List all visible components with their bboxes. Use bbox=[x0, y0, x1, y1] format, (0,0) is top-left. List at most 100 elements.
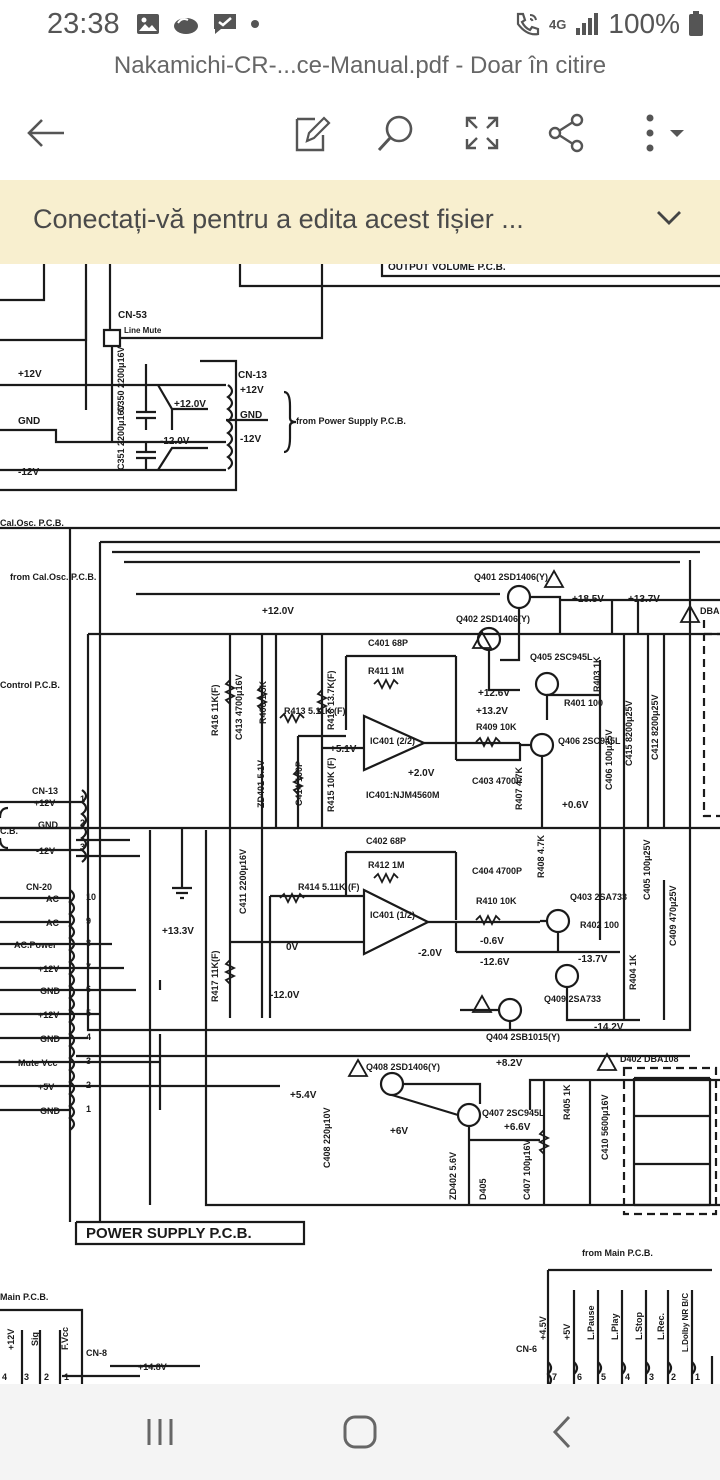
search-icon bbox=[377, 115, 413, 152]
toolbar bbox=[0, 100, 720, 170]
label-m120v-top: -12.0V bbox=[160, 436, 190, 447]
cn6-pin-label: L.Stop bbox=[634, 1312, 644, 1340]
notification-icons bbox=[136, 12, 260, 36]
cn6-pin-label: +4.5V bbox=[538, 1316, 548, 1340]
label-r408: R408 4.7K bbox=[536, 834, 546, 878]
label-cn13-gnd: GND bbox=[240, 410, 262, 421]
banner-text: Conectați-vă pentru a edita acest fișier… bbox=[33, 204, 524, 234]
expand-button[interactable] bbox=[452, 100, 512, 166]
gallery-icon bbox=[137, 14, 159, 34]
cn20-pin-number: 2 bbox=[86, 1080, 91, 1090]
label-v66: +6.6V bbox=[504, 1122, 531, 1133]
dot-icon bbox=[251, 20, 259, 28]
label-q403: Q403 2SA733 bbox=[570, 892, 627, 902]
label-r405: R405 1K bbox=[562, 1084, 572, 1120]
label-cn20: CN-20 bbox=[26, 882, 52, 892]
label-c351: C351 2200μ16V bbox=[116, 404, 126, 470]
cn20-pin-label: AC.Power bbox=[14, 940, 57, 950]
chevron-down-icon[interactable] bbox=[656, 210, 682, 226]
more-button[interactable] bbox=[628, 100, 698, 166]
cn13-pin-number: 3 bbox=[80, 842, 85, 852]
label-p12-top: +12V bbox=[18, 369, 42, 380]
label-m12-top: -12V bbox=[18, 467, 39, 478]
label-from-power-supply: from Power Supply P.C.B. bbox=[296, 416, 406, 426]
label-bl-pin: Sig bbox=[30, 1332, 40, 1346]
search-button[interactable] bbox=[366, 100, 426, 166]
label-v82: +8.2V bbox=[496, 1058, 523, 1069]
cn6-pin-number: 7 bbox=[552, 1372, 557, 1382]
label-cb: C.B. bbox=[0, 826, 18, 836]
pdf-page[interactable]: OUTPUT VOLUME P.C.B. CN-53 Line Mute CN-… bbox=[0, 264, 720, 1384]
label-power-supply-pcb: POWER SUPPLY P.C.B. bbox=[86, 1225, 252, 1242]
label-v51: +5.1V bbox=[330, 744, 357, 755]
label-output-volume: OUTPUT VOLUME P.C.B. bbox=[388, 264, 506, 273]
edit-button[interactable] bbox=[282, 100, 342, 166]
cn20-pin-number: 7 bbox=[86, 962, 91, 972]
label-cn13-p12: +12V bbox=[240, 385, 264, 396]
battery-percent: 100% bbox=[608, 8, 680, 39]
label-c414: C414 100P bbox=[294, 761, 304, 806]
label-r414: R414 5.11K (F) bbox=[298, 882, 360, 892]
cn20-pin-label: +12V bbox=[38, 1010, 59, 1020]
wifi-call-icon bbox=[516, 12, 540, 36]
nav-back-button[interactable] bbox=[522, 1404, 602, 1460]
label-vm20: -2.0V bbox=[418, 948, 442, 959]
label-cn6: CN-6 bbox=[516, 1344, 537, 1354]
label-control-pcb: Control P.C.B. bbox=[0, 680, 60, 690]
label-zd402: ZD402 5.6V bbox=[448, 1152, 458, 1200]
status-right: 4G 100% bbox=[513, 8, 704, 40]
status-time: 23:38 bbox=[47, 8, 120, 40]
label-r402: R402 100 bbox=[580, 920, 619, 930]
label-q404: Q404 2SB1015(Y) bbox=[486, 1032, 560, 1042]
bl-pin-number: 4 bbox=[2, 1372, 7, 1382]
label-p120v-top: +12.0V bbox=[174, 399, 206, 410]
label-c415: C415 8200μ25V bbox=[624, 700, 634, 766]
cn20-pin-number: 6 bbox=[86, 984, 91, 994]
cn6-pin-label: L.Play bbox=[610, 1313, 620, 1340]
label-q401: Q401 2SD1406(Y) bbox=[474, 572, 548, 582]
label-d402: D402 DBA108 bbox=[620, 1054, 679, 1064]
label-d405: D405 bbox=[478, 1178, 488, 1200]
label-cn13-left-p12: +12V bbox=[34, 798, 55, 808]
label-vm137: -13.7V bbox=[578, 954, 608, 965]
signal-icon bbox=[576, 13, 599, 35]
recents-icon bbox=[147, 1419, 173, 1445]
label-c406: C406 100μ25V bbox=[604, 729, 614, 790]
label-gnd-top: GND bbox=[18, 416, 40, 427]
label-c404: C404 4700P bbox=[472, 866, 522, 876]
label-v06: +0.6V bbox=[562, 800, 589, 811]
cn6-pin-label: L.Rec. bbox=[656, 1313, 666, 1340]
label-cn53: CN-53 bbox=[118, 310, 147, 321]
label-q407: Q407 2SC945L bbox=[482, 1108, 545, 1118]
status-bar: 23:38 4G 100% bbox=[0, 0, 720, 48]
label-v20: +2.0V bbox=[408, 768, 435, 779]
label-bl-pin: +12V bbox=[6, 1329, 16, 1350]
back-button[interactable] bbox=[16, 100, 76, 166]
label-ic401a: IC401 (2/2) bbox=[370, 736, 415, 746]
label-q409: Q409 2SA733 bbox=[544, 994, 601, 1004]
label-q405: Q405 2SC945L bbox=[530, 652, 593, 662]
label-v133: +13.3V bbox=[162, 926, 194, 937]
battery-icon bbox=[689, 11, 703, 36]
share-button[interactable] bbox=[536, 100, 596, 166]
label-r410: R410 10K bbox=[476, 896, 517, 906]
label-ic401-part: IC401:NJM4560M bbox=[366, 790, 440, 800]
label-v0: 0V bbox=[286, 942, 299, 953]
sign-in-banner[interactable]: Conectați-vă pentru a edita acest fișier… bbox=[0, 180, 720, 264]
label-r401: R401 100 bbox=[564, 698, 603, 708]
label-r407: R407 4.7K bbox=[514, 766, 524, 810]
cn6-pin-number: 6 bbox=[577, 1372, 582, 1382]
label-c408: C408 220μ10V bbox=[322, 1107, 332, 1168]
label-c412: C412 8200μ25V bbox=[650, 694, 660, 760]
cn20-pin-number: 8 bbox=[86, 938, 91, 948]
home-button[interactable] bbox=[320, 1404, 400, 1460]
recents-button[interactable] bbox=[120, 1404, 200, 1460]
edit-icon bbox=[295, 116, 331, 152]
cn6-pin-number: 3 bbox=[649, 1372, 654, 1382]
label-q408: Q408 2SD1406(Y) bbox=[366, 1062, 440, 1072]
cn6-pin-number: 5 bbox=[601, 1372, 606, 1382]
label-cn13-left-gnd: GND bbox=[38, 820, 59, 830]
label-from-main: from Main P.C.B. bbox=[582, 1248, 653, 1258]
label-ic401b: IC401 (1/2) bbox=[370, 910, 415, 920]
label-vm142: -14.2V bbox=[594, 1022, 624, 1033]
